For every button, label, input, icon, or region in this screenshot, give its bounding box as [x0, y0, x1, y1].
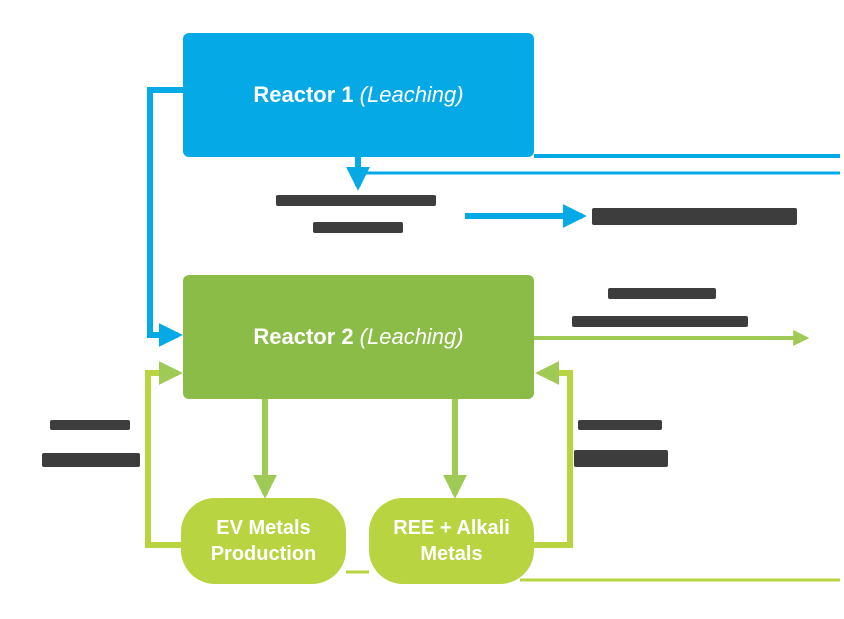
reactor-1-box: Reactor 1 (Leaching)	[183, 33, 534, 157]
reactor-1-mode: (Leaching)	[359, 82, 464, 107]
obscured-labels	[42, 195, 797, 467]
reactor-2-mode: (Leaching)	[359, 324, 464, 349]
reactor-2-name: Reactor 2	[253, 324, 354, 349]
reactor-2-box: Reactor 2 (Leaching)	[183, 275, 534, 399]
ev-metals-line2: Production	[210, 543, 317, 565]
ree-alkali-line1: REE + Alkali	[393, 517, 510, 539]
reactor1-to-reactor2-recycle-line	[147, 87, 183, 347]
ev-metals-line1: EV Metals	[216, 517, 311, 539]
ree-return-loop	[534, 361, 573, 548]
ree-alkali-metals-node: REE + Alkali Metals	[369, 498, 534, 584]
ree-alkali-line2: Metals	[420, 543, 483, 565]
reactor-1-name: Reactor 1	[253, 82, 354, 107]
ev-metals-production-node: EV Metals Production	[181, 498, 346, 584]
ev-return-loop	[145, 361, 183, 548]
